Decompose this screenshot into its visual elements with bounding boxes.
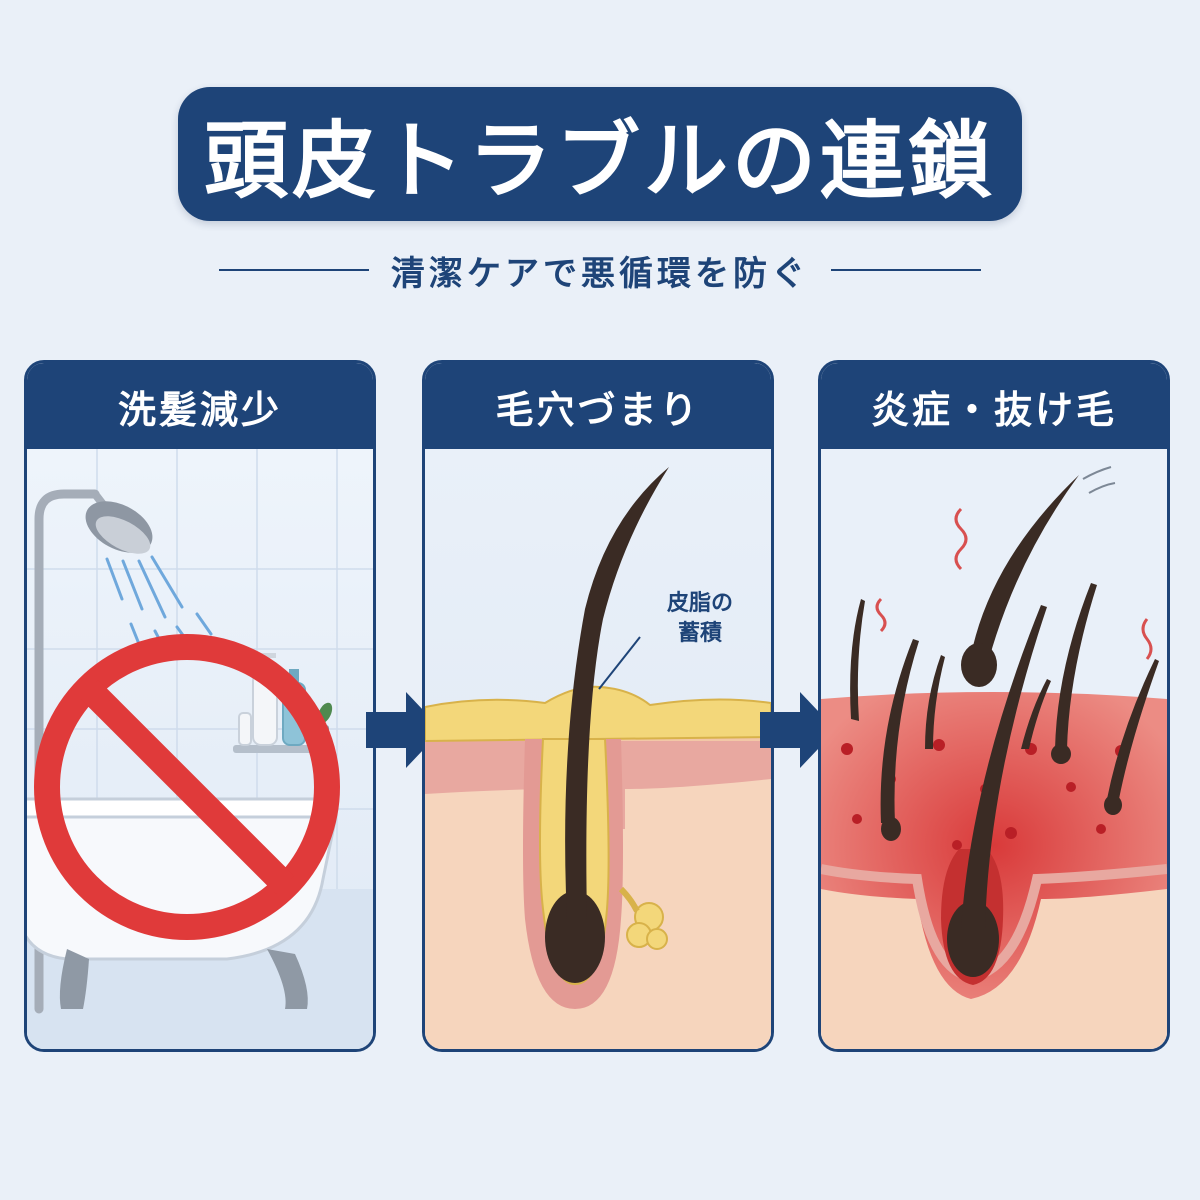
panel-header: 洗髪減少	[27, 363, 373, 449]
panel-title: 洗髪減少	[117, 387, 282, 432]
panel-header: 毛穴づまり	[425, 363, 771, 449]
sebum-annotation: 皮脂の 蓄積	[645, 589, 755, 649]
arrow-right-icon	[760, 692, 836, 768]
panel-illustration	[821, 449, 1167, 1049]
page-title: 頭皮トラブルの連鎖	[203, 111, 996, 210]
panel-illustration	[27, 449, 373, 1049]
hair-follicle-icon	[941, 605, 1047, 985]
subtitle-rule-left	[219, 269, 369, 271]
hair-strands	[850, 583, 1159, 823]
subtitle-rule-right	[831, 269, 981, 271]
subtitle-row: 清潔ケアで悪循環を防ぐ	[200, 246, 1000, 294]
panel-title: 毛穴づまり	[495, 387, 701, 432]
annotation-pointer	[598, 636, 641, 690]
panel-less-washing: 洗髪減少	[24, 360, 376, 1052]
inflamed-skin	[821, 692, 1167, 999]
hair-shaft	[565, 467, 669, 919]
subtitle: 清潔ケアで悪循環を防ぐ	[391, 253, 809, 294]
panel-clogged-pores: 毛穴づまり	[422, 360, 774, 1052]
panel-header: 炎症・抜け毛	[821, 363, 1167, 449]
panel-title: 炎症・抜け毛	[870, 387, 1117, 432]
falling-hair	[961, 466, 1116, 687]
title-banner: 頭皮トラブルの連鎖	[178, 87, 1022, 221]
bathroom-illustration	[27, 449, 373, 1049]
sebum-annotation-line2: 蓄積	[677, 621, 722, 646]
inflamed-scalp-illustration	[821, 449, 1167, 1049]
sebum-annotation-line1: 皮脂の	[666, 591, 733, 616]
prohibition-icon	[34, 634, 340, 940]
panel-illustration: 皮脂の 蓄積	[425, 449, 771, 1049]
panel-inflammation-hair-loss: 炎症・抜け毛	[818, 360, 1170, 1052]
irritation-marks	[875, 507, 1153, 660]
sebum-layer	[425, 685, 771, 743]
clogged-pore-illustration	[425, 449, 771, 1049]
